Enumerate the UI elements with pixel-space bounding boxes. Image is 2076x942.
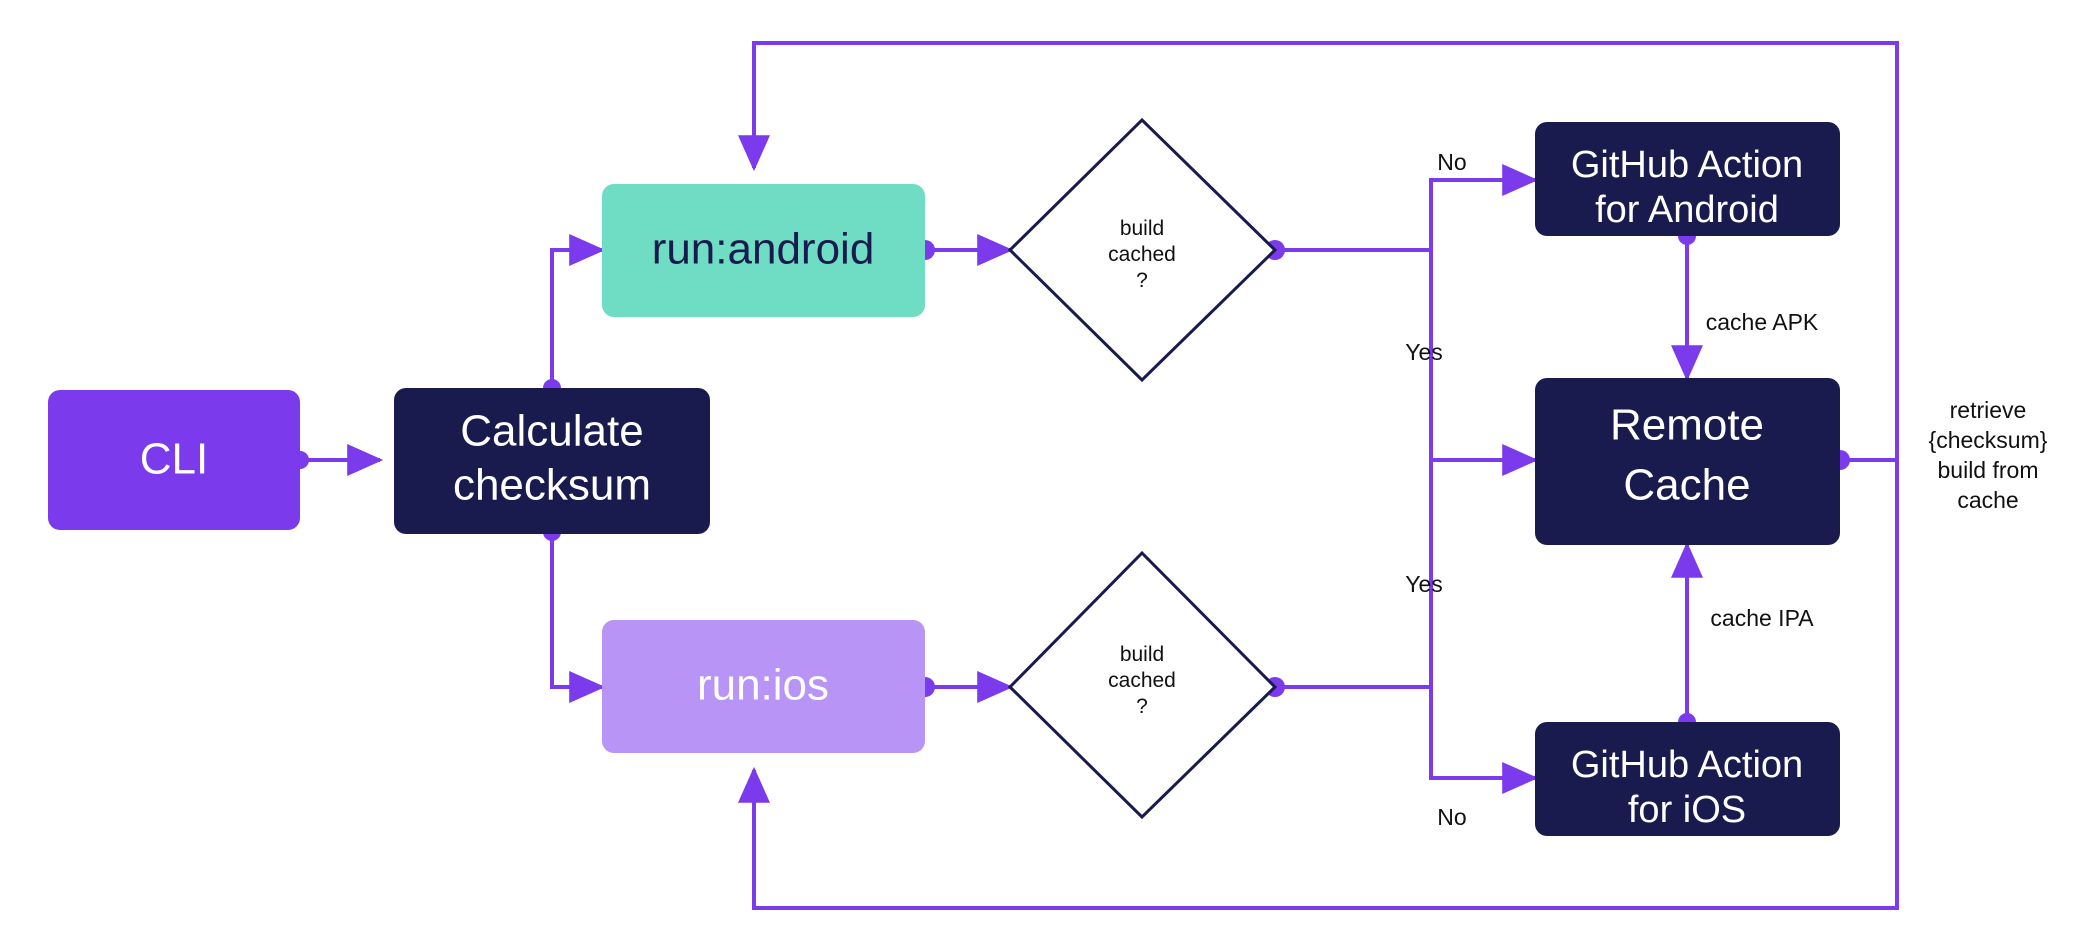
node-calculate-checksum-label-line2: checksum — [453, 461, 651, 510]
side-note-line1: retrieve — [1950, 397, 2027, 423]
node-calculate-checksum[interactable]: Calculate checksum — [394, 388, 710, 534]
edge-feedback-loop-android — [738, 41, 1899, 460]
side-note-retrieve-build: retrieve {checksum} build from cache — [1929, 397, 2048, 513]
node-remote-cache-line1: Remote — [1610, 401, 1764, 450]
edge-decision-android-out — [1265, 240, 1431, 260]
edge-gha-android-to-remote-cache — [1671, 227, 1703, 382]
node-github-action-ios[interactable]: GitHub Action for iOS — [1535, 722, 1840, 836]
edge-feedback-loop-ios — [738, 460, 1899, 910]
node-github-action-android-line2: for Android — [1595, 189, 1779, 231]
node-github-action-android[interactable]: GitHub Action for Android — [1535, 122, 1840, 236]
decision-ios-line3: ? — [1136, 695, 1148, 718]
edge-cli-to-checksum — [291, 444, 384, 476]
node-remote-cache[interactable]: Remote Cache — [1535, 378, 1840, 545]
node-decision-build-cached-ios[interactable]: build cached ? — [1007, 550, 1278, 820]
edge-run-ios-to-decision — [915, 671, 1014, 703]
edge-android-yes-to-remote-cache — [1429, 250, 1539, 476]
node-remote-cache-line2: Cache — [1623, 461, 1750, 510]
edge-label-ios-no: No — [1437, 804, 1466, 830]
node-run-ios-label: run:ios — [697, 661, 829, 710]
edge-label-cache-ipa: cache IPA — [1710, 605, 1814, 631]
decision-ios-line1: build — [1120, 643, 1164, 666]
edge-checksum-to-run-ios — [543, 523, 606, 703]
node-decision-build-cached-android[interactable]: build cached ? — [1007, 117, 1278, 383]
node-github-action-android-line1: GitHub Action — [1571, 144, 1803, 186]
edge-label-ios-yes: Yes — [1405, 571, 1443, 597]
node-cli-label: CLI — [140, 435, 208, 484]
decision-ios-line2: cached — [1108, 669, 1176, 692]
node-calculate-checksum-label-line1: Calculate — [460, 407, 643, 456]
edge-remote-cache-to-bus — [1830, 450, 1897, 470]
edge-android-no-to-gha-android — [1429, 164, 1539, 250]
decision-android-line3: ? — [1136, 269, 1148, 292]
edge-decision-ios-out — [1265, 677, 1431, 697]
edge-label-cache-apk: cache APK — [1706, 309, 1819, 335]
edge-ios-no-to-gha-ios — [1429, 687, 1539, 794]
node-run-android[interactable]: run:android — [602, 184, 925, 317]
node-run-android-label: run:android — [652, 225, 875, 274]
side-note-line4: cache — [1957, 487, 2018, 513]
decision-android-line2: cached — [1108, 243, 1176, 266]
edge-gha-ios-to-remote-cache — [1671, 541, 1703, 731]
node-github-action-ios-line2: for iOS — [1628, 789, 1746, 831]
decision-android-line1: build — [1120, 217, 1164, 240]
node-run-ios[interactable]: run:ios — [602, 620, 925, 753]
edge-label-android-yes: Yes — [1405, 339, 1443, 365]
node-github-action-ios-line1: GitHub Action — [1571, 744, 1803, 786]
edge-checksum-to-run-android — [543, 234, 606, 397]
side-note-line3: build from — [1938, 457, 2039, 483]
side-note-line2: {checksum} — [1929, 427, 2048, 453]
node-cli[interactable]: CLI — [48, 390, 300, 530]
edge-run-android-to-decision — [915, 234, 1014, 266]
edge-label-android-no: No — [1437, 149, 1466, 175]
